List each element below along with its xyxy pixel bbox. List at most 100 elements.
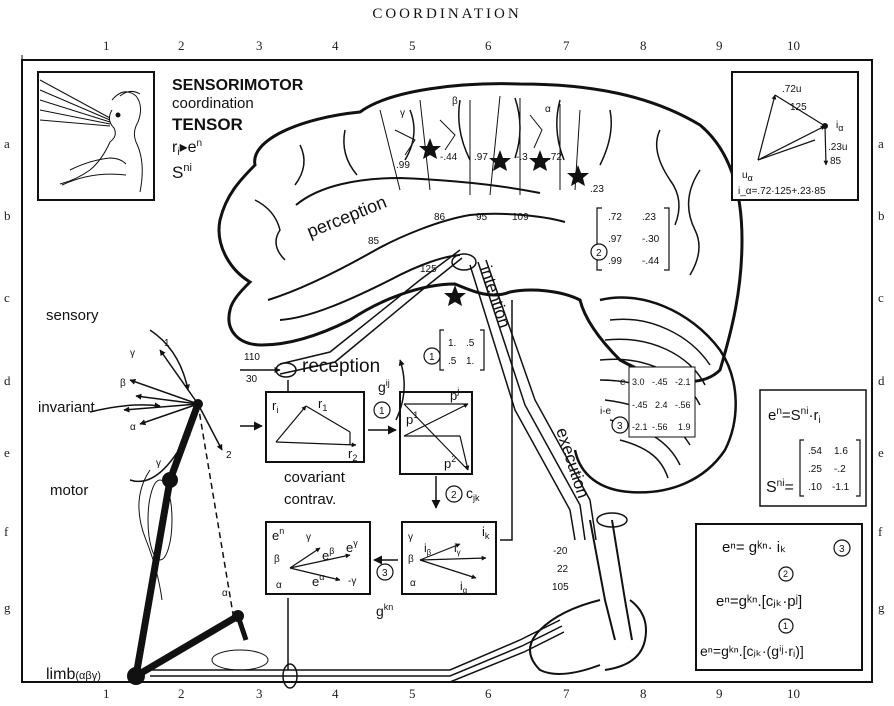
label-perception: perception (304, 192, 389, 242)
label-alpha: α (545, 104, 551, 115)
row-label: c (4, 290, 10, 305)
col-label: 5 (409, 38, 416, 53)
svg-text:-1.1: -1.1 (832, 482, 850, 493)
svg-text:3.0: 3.0 (632, 377, 645, 387)
col-label: 9 (716, 38, 723, 53)
header-line-3: TENSOR (172, 115, 243, 134)
inset-formula: i_α=.72·125+.23·85 (738, 186, 826, 197)
svg-text:en=Sni·ri: en=Sni·ri (768, 406, 821, 426)
svg-text:gkn: gkn (376, 602, 393, 619)
svg-text:α: α (222, 588, 228, 599)
portrait-illustration (38, 72, 154, 200)
svg-text:.23: .23 (642, 212, 656, 223)
box-p-vectors: gij p1 pj p2 (378, 378, 472, 474)
num-44: -.44 (440, 152, 458, 163)
circle-2: 2 (596, 248, 602, 259)
svg-text:1: 1 (164, 338, 170, 349)
num-110: 110 (244, 352, 260, 363)
svg-text:-.56: -.56 (675, 400, 691, 410)
col-label: 8 (640, 686, 647, 701)
row-label: a (4, 136, 10, 151)
num-109: 109 (512, 212, 529, 223)
col-label: 6 (485, 686, 492, 701)
svg-text:1.: 1. (466, 356, 474, 367)
svg-text:cjk: cjk (466, 485, 480, 503)
svg-text:γ: γ (306, 532, 311, 543)
g-matrix: 1. .5 .5 1. 1 (424, 330, 484, 370)
num-30: 30 (246, 374, 258, 385)
box-e-vectors: en γ eβ β eγ eα α -γ 3 gkn (266, 522, 393, 619)
limb-labels: sensory invariant motor limb(αβγ) γ β α … (38, 307, 232, 683)
row-label: b (878, 208, 885, 223)
header-line-4: ri▸en (172, 138, 202, 158)
svg-text:-.56: -.56 (652, 422, 668, 432)
col-label: 8 (640, 38, 647, 53)
circle-1: 1 (429, 352, 435, 363)
svg-text:1: 1 (783, 621, 788, 631)
svg-text:-.45: -.45 (632, 400, 648, 410)
svg-text:.99: .99 (608, 256, 622, 267)
svg-text:2.4: 2.4 (655, 400, 668, 410)
label-e: e (620, 377, 626, 388)
col-label: 7 (563, 38, 570, 53)
col-label: 7 (563, 686, 570, 701)
right-row-labels: a b c d e f g (878, 136, 885, 615)
label-limb: limb(αβγ) (46, 666, 101, 683)
formula-box: eⁿ= gᵏⁿ· iₖ 3 2 eⁿ=gᵏⁿ.[cⱼₖ·pʲ] 1 eⁿ=gᵏⁿ… (696, 524, 862, 670)
svg-text:.5: .5 (466, 338, 475, 349)
row-label: g (878, 600, 885, 615)
svg-text:1.: 1. (448, 338, 456, 349)
row-label: e (4, 445, 10, 460)
row-label: d (4, 373, 11, 388)
svg-text:125: 125 (790, 102, 807, 113)
col-label: 6 (485, 38, 492, 53)
cjk-label: 2 cjk (436, 476, 480, 508)
svg-text:2: 2 (451, 490, 457, 501)
svg-text:.54: .54 (808, 446, 822, 457)
num-minus20: -20 (553, 546, 568, 557)
spinal-numbers: -20 22 105 (552, 546, 569, 593)
num-3: -.3 (516, 152, 528, 163)
brain-outline (219, 84, 742, 382)
svg-text:-.45: -.45 (652, 377, 668, 387)
svg-text:γ: γ (130, 348, 135, 359)
formula-1: eⁿ= gᵏⁿ· iₖ (722, 539, 787, 556)
perception-matrix: .72 .23 .97 -.30 .99 -.44 2 (591, 208, 669, 270)
svg-text:-.2: -.2 (834, 464, 846, 475)
svg-text:.23u: .23u (828, 142, 847, 153)
row-label: g (4, 600, 11, 615)
svg-text:1.9: 1.9 (678, 422, 691, 432)
svg-text:-2.1: -2.1 (632, 422, 648, 432)
svg-text:-.30: -.30 (642, 234, 660, 245)
num-86: 86 (434, 212, 446, 223)
svg-text:.97: .97 (608, 234, 622, 245)
svg-text:β: β (120, 378, 126, 389)
svg-text:3: 3 (839, 544, 845, 555)
num-22: 22 (557, 564, 569, 575)
svg-text:β: β (408, 554, 414, 565)
label-motor: motor (50, 482, 88, 499)
col-label: 2 (178, 38, 185, 53)
col-label: 1 (103, 686, 110, 701)
svg-text:.25: .25 (808, 464, 822, 475)
svg-text:2: 2 (226, 450, 232, 461)
col-label: 5 (409, 686, 416, 701)
label-gamma: γ (400, 108, 405, 119)
circle-3: 3 (617, 421, 623, 432)
svg-text:covariant: covariant (284, 469, 346, 486)
bottom-column-labels: 1 2 3 4 5 6 7 8 9 10 (103, 686, 800, 701)
svg-text:1.6: 1.6 (834, 446, 848, 457)
svg-text:α: α (276, 580, 282, 591)
covariant-labels: covariant contrav. (284, 469, 346, 508)
col-label: 10 (787, 686, 800, 701)
label-invariant: invariant (38, 399, 96, 416)
svg-text:.10: .10 (808, 482, 822, 493)
row-label: e (878, 445, 884, 460)
header-line-1: SENSORIMOTOR (172, 77, 304, 94)
num-97: .97 (474, 152, 488, 163)
col-label: 2 (178, 686, 185, 701)
row-label: f (4, 524, 9, 539)
num-99: .99 (396, 160, 410, 171)
col-label: 9 (716, 686, 723, 701)
